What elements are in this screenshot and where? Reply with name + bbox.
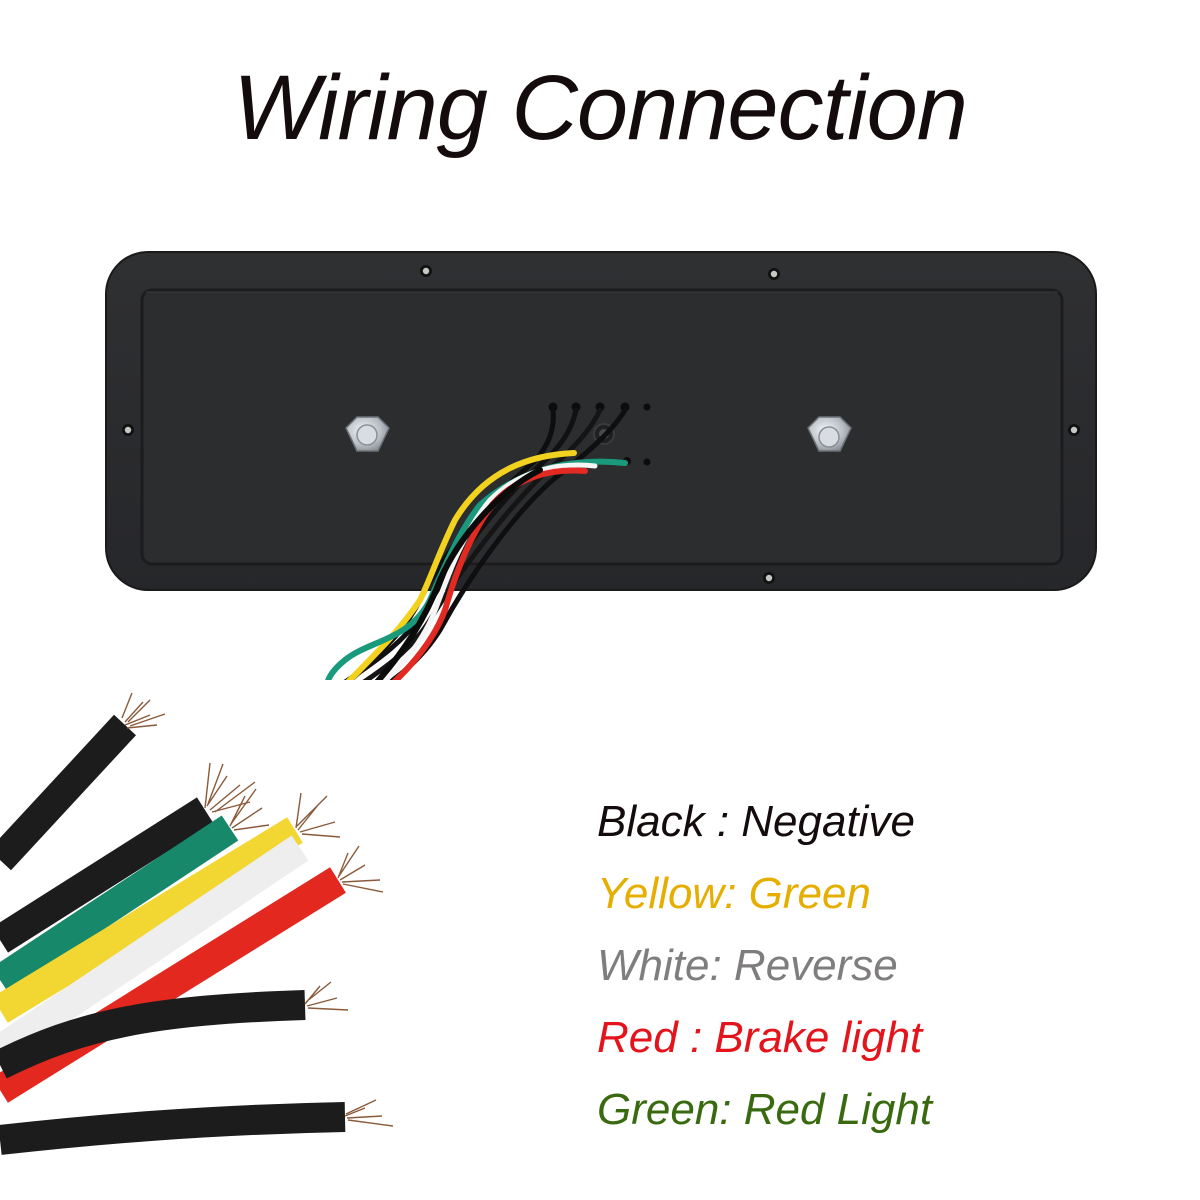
wire-color-legend: Black : Negative Yellow: Green White: Re… xyxy=(597,786,932,1146)
wire-end-green xyxy=(0,815,239,993)
screw-icon xyxy=(768,268,780,280)
screw-icon xyxy=(1068,424,1080,436)
wire-bundle xyxy=(325,407,628,680)
wire-end-yellow xyxy=(0,817,303,1023)
hex-nut-left-icon xyxy=(345,416,390,452)
wire-end-black-2 xyxy=(0,797,214,953)
page-title: Wiring Connection xyxy=(233,57,968,159)
legend-red-brake-light: Red : Brake light xyxy=(597,1013,923,1062)
wire-end-black-3 xyxy=(0,990,306,1079)
wire-end-black-1 xyxy=(0,714,137,871)
tail-light-housing-image xyxy=(105,251,1097,680)
wire-end-white xyxy=(0,835,309,1063)
wire-end-black-4 xyxy=(0,1102,346,1155)
legend-white-reverse: White: Reverse xyxy=(597,941,898,990)
copper-strands xyxy=(121,692,394,1127)
wire-ends-image xyxy=(0,692,394,1155)
hex-nut-right-icon xyxy=(807,416,852,452)
screw-icon xyxy=(122,424,134,436)
legend-yellow-green: Yellow: Green xyxy=(597,869,871,918)
legend-green-red-light: Green: Red Light xyxy=(597,1085,933,1134)
screw-icon xyxy=(763,572,775,584)
legend-black-negative: Black : Negative xyxy=(597,797,915,846)
screw-icon xyxy=(420,265,432,277)
